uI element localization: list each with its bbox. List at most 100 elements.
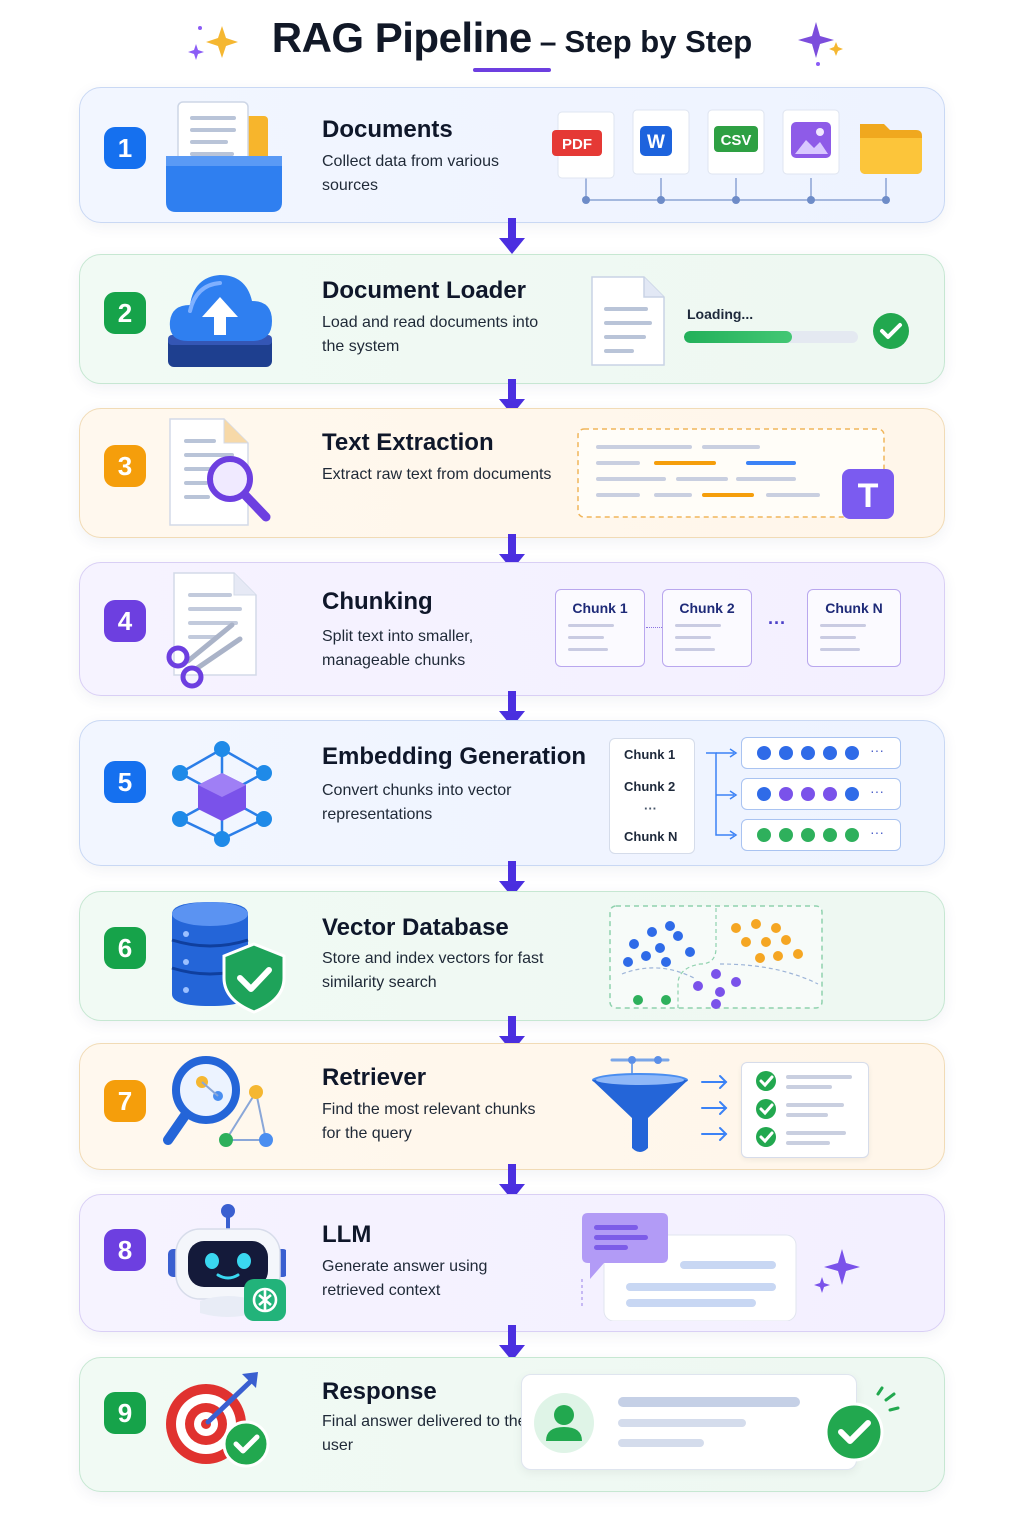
document-search-icon bbox=[169, 418, 271, 526]
check-circle-icon bbox=[824, 1386, 900, 1462]
title-main: RAG Pipeline bbox=[271, 14, 533, 61]
svg-text:CSV: CSV bbox=[721, 132, 752, 149]
chunk-connector bbox=[646, 627, 662, 628]
step-llm-card: 8 LLM Generate answer using retrieved co… bbox=[79, 1194, 945, 1332]
step-description: Split text into smaller, manageable chun… bbox=[322, 628, 474, 669]
file-types-visual: PDF W CSV bbox=[552, 109, 922, 204]
funnel-icon bbox=[592, 1056, 688, 1152]
step-title: Chunking bbox=[322, 588, 433, 615]
document-tray-icon bbox=[166, 101, 282, 212]
step-number-badge: 5 bbox=[104, 761, 146, 803]
sparkle-icon bbox=[798, 22, 843, 66]
flow-arrow-down-icon bbox=[499, 218, 525, 254]
step-text-extraction-card: 3 Text Extraction Extract raw text from … bbox=[79, 408, 945, 538]
vector-ellipsis: ··· bbox=[870, 783, 884, 799]
step-title: Document Loader bbox=[322, 277, 527, 304]
chunk-label: Chunk 2 bbox=[679, 600, 735, 616]
step-description: Load and read documents into the system bbox=[322, 314, 539, 355]
title-sub: Step by Step bbox=[564, 24, 753, 59]
target-check-icon bbox=[166, 1372, 270, 1468]
vector-row: ··· bbox=[741, 737, 901, 769]
chat-bubbles-visual bbox=[581, 1213, 797, 1321]
step-title: Documents bbox=[322, 116, 453, 143]
pdf-file-icon: PDF bbox=[552, 111, 615, 179]
step-number-badge: 3 bbox=[104, 445, 146, 487]
step-title: Embedding Generation bbox=[322, 743, 587, 770]
extracted-text-visual: T bbox=[577, 428, 894, 519]
retrieved-results-list bbox=[741, 1062, 869, 1158]
step-document-loader-card: 2 Document Loader Load and read document… bbox=[79, 254, 945, 384]
svg-text:W: W bbox=[647, 132, 665, 153]
step-number-badge: 4 bbox=[104, 600, 146, 642]
chunk-ellipsis: ··· bbox=[768, 613, 786, 633]
image-file-icon bbox=[782, 109, 840, 175]
search-graph-icon bbox=[163, 1056, 273, 1147]
flow-arrow-down-icon bbox=[499, 1325, 525, 1361]
chunk-card: Chunk N bbox=[807, 589, 901, 667]
check-circle-icon bbox=[873, 313, 909, 349]
loading-progress-bar bbox=[684, 331, 858, 343]
flow-arrow-down-icon bbox=[499, 861, 525, 897]
step-retriever-card: 7 Retriever Find the most relevant chunk… bbox=[79, 1043, 945, 1170]
sparkle-icon bbox=[814, 1249, 860, 1293]
step-description: Collect data from various sources bbox=[322, 153, 499, 194]
cloud-upload-icon bbox=[168, 275, 272, 367]
vector-row: ··· bbox=[741, 778, 901, 810]
step-description: Extract raw text from documents bbox=[322, 466, 552, 483]
document-file-icon bbox=[591, 276, 665, 366]
chunk-label: Chunk N bbox=[825, 600, 883, 616]
svg-text:PDF: PDF bbox=[562, 136, 592, 153]
title-underline bbox=[473, 68, 551, 72]
word-file-icon: W bbox=[632, 109, 690, 175]
embedding-connector-arrows bbox=[706, 748, 738, 840]
step-title: LLM bbox=[322, 1221, 372, 1248]
chunk-list-ellipsis: ··· bbox=[644, 801, 657, 816]
step-title: Retriever bbox=[322, 1064, 427, 1091]
vector-ellipsis: ··· bbox=[870, 742, 884, 758]
step-vector-database-card: 6 Vector Database Store and index vector… bbox=[79, 891, 945, 1021]
embedding-network-icon bbox=[172, 741, 272, 847]
step-number-badge: 2 bbox=[104, 292, 146, 334]
flow-arrow-down-icon bbox=[499, 691, 525, 727]
loading-progress-fill bbox=[684, 331, 792, 343]
step-number-badge: 9 bbox=[104, 1392, 146, 1434]
step-description: Final answer delivered to the user bbox=[322, 1413, 527, 1454]
chunk-label: Chunk 1 bbox=[572, 600, 628, 616]
chunk-card: Chunk 2 bbox=[662, 589, 752, 667]
step-response-card: 9 Response Final answer delivered to the… bbox=[79, 1357, 945, 1492]
chunk-list-item: Chunk N bbox=[624, 829, 678, 844]
chunk-list: Chunk 1 Chunk 2 ··· Chunk N bbox=[609, 738, 695, 854]
sparkle-icon bbox=[188, 26, 238, 60]
step-description: Convert chunks into vector representatio… bbox=[322, 782, 512, 823]
chunk-card: Chunk 1 bbox=[555, 589, 645, 667]
vector-row: ··· bbox=[741, 819, 901, 851]
step-embedding-generation-card: 5 Embedding Generation Convert chunks in… bbox=[79, 720, 945, 866]
step-title: Vector Database bbox=[322, 914, 509, 941]
vector-ellipsis: ··· bbox=[870, 824, 884, 840]
title-dash: – bbox=[539, 26, 557, 59]
step-description: Find the most relevant chunks for the qu… bbox=[322, 1101, 536, 1142]
loading-status-text: Loading... bbox=[687, 306, 754, 322]
step-chunking-card: 4 Chunking Split text into smaller, mana… bbox=[79, 562, 945, 696]
csv-file-icon: CSV bbox=[707, 109, 765, 175]
text-t-badge: T bbox=[858, 477, 879, 515]
retrieve-arrows-icon bbox=[701, 1075, 728, 1141]
step-number-badge: 6 bbox=[104, 927, 146, 969]
step-documents-card: 1 Documents Collect data from various so… bbox=[79, 87, 945, 223]
step-title: Response bbox=[322, 1378, 437, 1405]
step-number-badge: 8 bbox=[104, 1229, 146, 1271]
vector-clusters-visual bbox=[609, 905, 823, 1009]
scissors-document-icon bbox=[166, 572, 257, 689]
step-number-badge: 7 bbox=[104, 1080, 146, 1122]
step-number-badge: 1 bbox=[104, 127, 146, 169]
flow-arrow-down-icon bbox=[499, 1164, 525, 1200]
step-title: Text Extraction bbox=[322, 429, 494, 456]
page-title: RAG Pipeline–Step by Step bbox=[0, 14, 1024, 62]
database-shield-icon bbox=[171, 902, 286, 1014]
step-description: Generate answer using retrieved context bbox=[322, 1258, 488, 1299]
robot-llm-icon bbox=[168, 1204, 286, 1321]
chunk-list-item: Chunk 2 bbox=[624, 779, 676, 794]
flow-arrow-down-icon bbox=[499, 379, 525, 415]
chunk-list-item: Chunk 1 bbox=[624, 747, 676, 762]
response-message-card bbox=[521, 1374, 857, 1470]
